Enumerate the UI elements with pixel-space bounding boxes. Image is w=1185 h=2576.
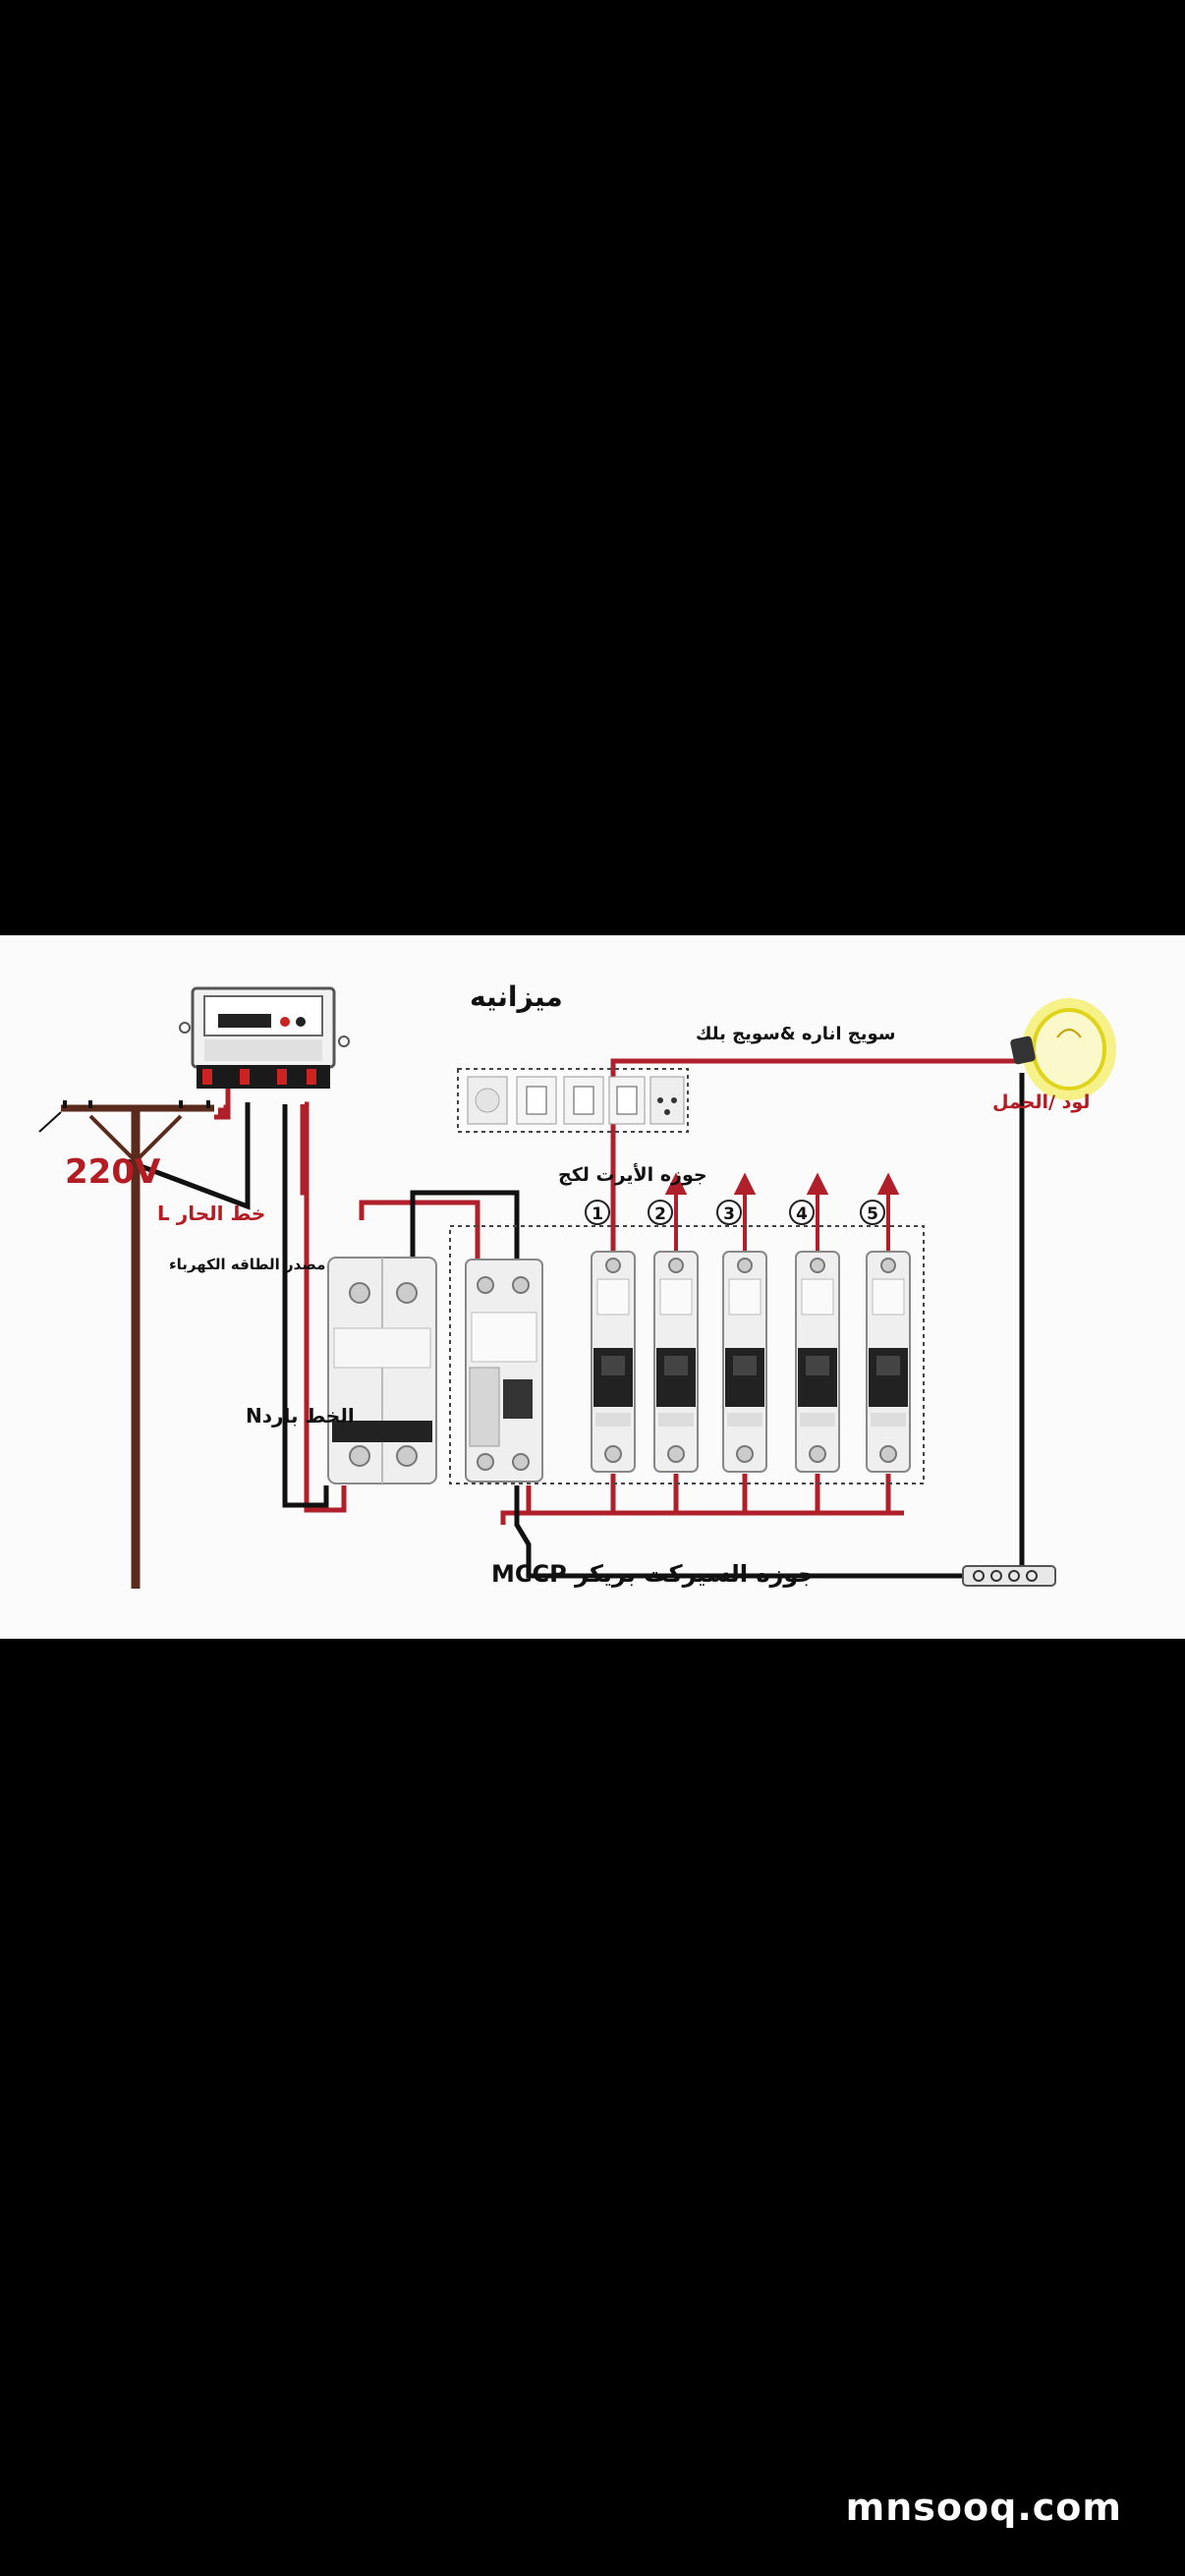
- circuit-number-text: 2: [654, 1204, 666, 1224]
- neutral-line-label: الخط باردN: [246, 1404, 355, 1428]
- mccb-to-rcd-live: [359, 1200, 480, 1260]
- output-arrows: [664, 1172, 900, 1260]
- circuit-number-4: 4: [789, 1200, 815, 1225]
- distribution-panel-outline: [449, 1225, 925, 1484]
- circuit-number-1: 1: [585, 1200, 610, 1225]
- voltage-label: 220V: [65, 1152, 161, 1192]
- watermark: mnsooq.com: [845, 2486, 1122, 2529]
- switches-label: سويج اناره &سويج بلك: [696, 1024, 895, 1044]
- meter-to-mccb-neutral: [282, 1104, 329, 1508]
- rcd-breaker: [465, 1259, 543, 1483]
- circuit-number-text: 3: [723, 1204, 735, 1224]
- wiring-diagram: 1 2 3 4 5 ميزانيه سويج اناره &سويج بلك لود /…: [0, 935, 1185, 1639]
- circuit-number-3: 3: [716, 1200, 742, 1225]
- circuit-number-text: 4: [796, 1204, 808, 1224]
- neutral-terminal-bar: [962, 1565, 1056, 1587]
- rcd-to-busbar: [500, 1510, 904, 1525]
- neutral-wires: [127, 1073, 1025, 1579]
- mcb-breaker-4: [795, 1251, 840, 1473]
- electricity-meter: [179, 986, 350, 1089]
- circuit-number-5: 5: [860, 1200, 885, 1225]
- live-line-label: خط الحار L: [157, 1202, 265, 1225]
- circuit-number-text: 1: [592, 1204, 603, 1224]
- meter-label: ميزانيه: [470, 980, 563, 1013]
- switch-feed: [610, 1058, 1022, 1260]
- meter-to-mccb-live: [300, 1104, 306, 1196]
- mccb-breaker: [327, 1257, 437, 1484]
- mccb-label: جوزه السيركت بريكر MCCP: [491, 1560, 816, 1588]
- rcd-label: جوزه الأيرت لكج: [558, 1163, 707, 1186]
- mcb-breaker-3: [722, 1251, 767, 1473]
- power-source-label: مصدر الطاقه الكهرباء: [169, 1256, 325, 1273]
- load-label: لود /الحمل: [992, 1092, 1090, 1113]
- switch-panel: [457, 1068, 689, 1133]
- circuit-number-text: 5: [867, 1204, 878, 1224]
- mcb-row: [591, 1251, 911, 1473]
- rcd-to-neutral-bar: [514, 1485, 983, 1579]
- mcb-breaker-2: [653, 1251, 699, 1473]
- pole-to-meter-neutral: [127, 1102, 251, 1210]
- live-wires: [214, 1058, 1022, 1525]
- light-bulb-icon: [1010, 998, 1116, 1100]
- circuit-number-2: 2: [648, 1200, 673, 1225]
- utility-pole: [38, 1100, 214, 1589]
- circuit-number-row: 1 2 3 4 5: [585, 1200, 885, 1225]
- mcb-breaker-1: [591, 1251, 636, 1473]
- mcb-breaker-5: [866, 1251, 911, 1473]
